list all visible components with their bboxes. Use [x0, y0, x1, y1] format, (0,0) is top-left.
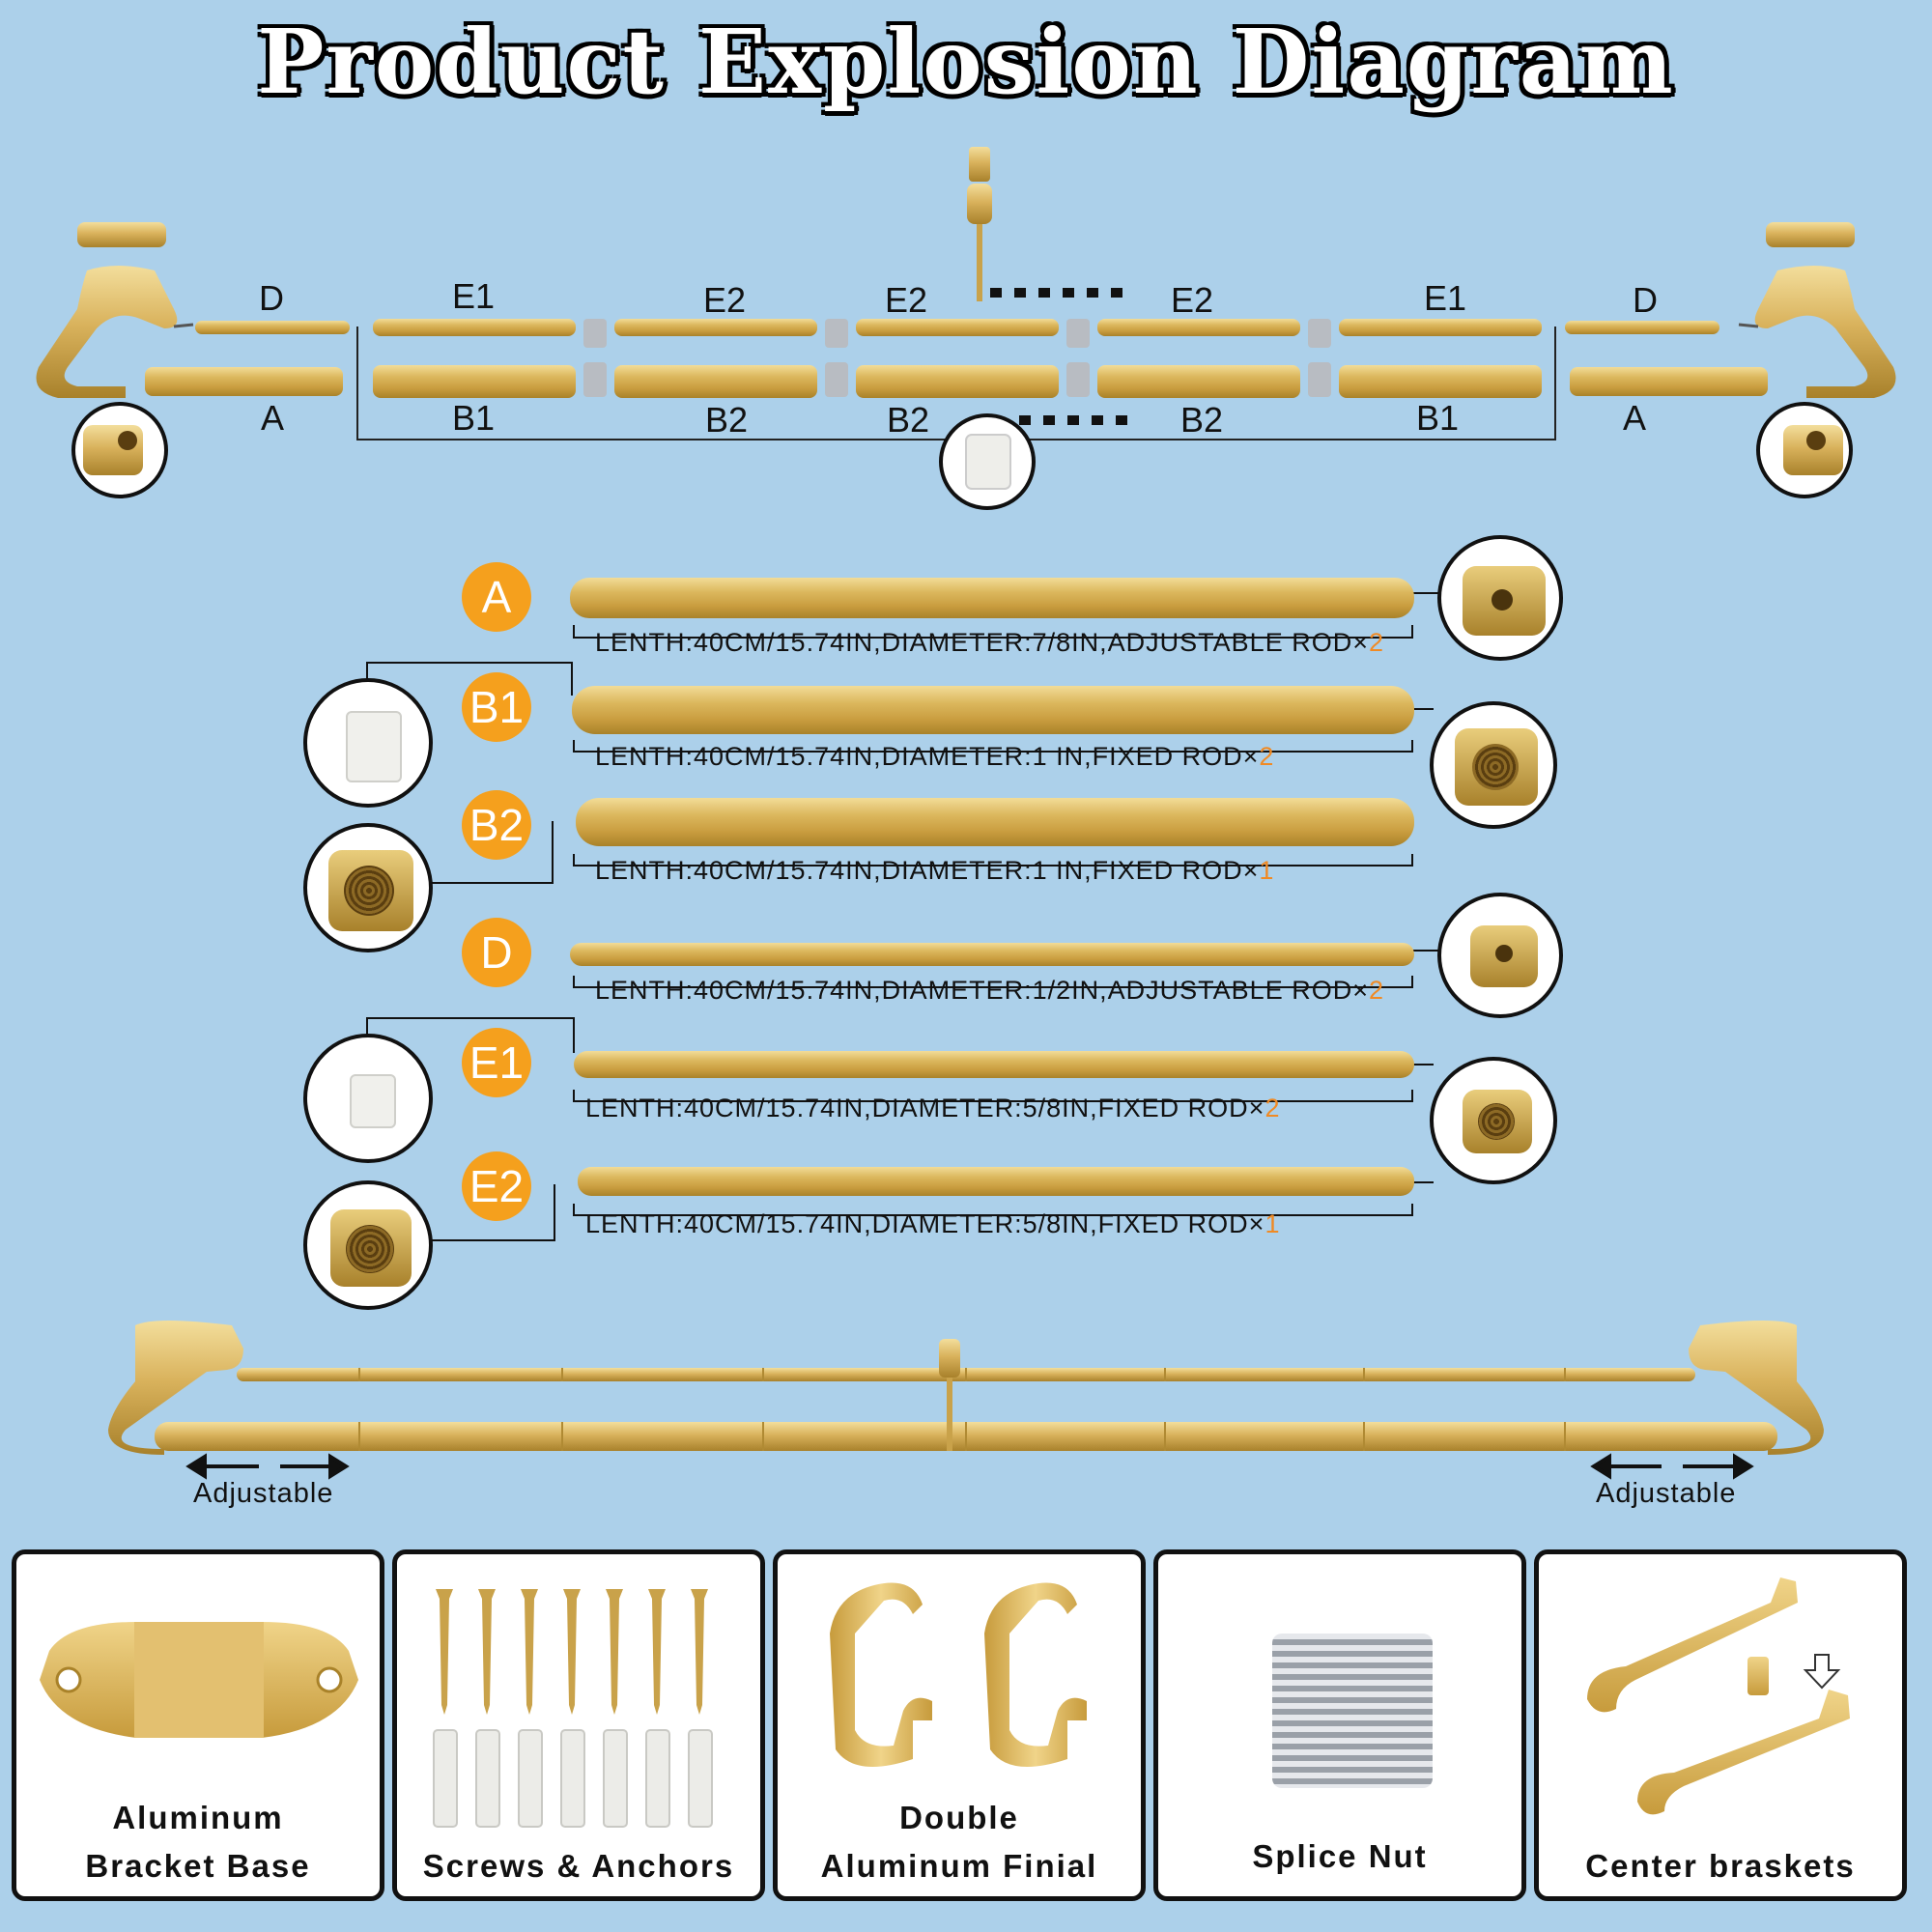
card-screws-anchors-line2: Screws & Anchors — [422, 1848, 735, 1884]
badge-b2: B2 — [462, 790, 531, 860]
card-bracket-base: Aluminum Bracket Base — [12, 1549, 384, 1901]
thread-detail-b1-icon — [1430, 701, 1557, 829]
sleeve-detail-b1-icon — [303, 678, 433, 808]
rod-d — [570, 943, 1414, 966]
top-label-e1-right: E1 — [1424, 278, 1467, 318]
rod-b1 — [572, 686, 1414, 734]
spec-e2-qty: 1 — [1264, 1209, 1281, 1238]
top-rod-b2-3 — [1097, 365, 1300, 398]
page-title: Product Explosion Diagram — [257, 10, 1675, 114]
top-rod-b2-1 — [614, 365, 817, 398]
card-bracket-base-line1: Aluminum — [112, 1800, 284, 1835]
spec-b2-qty: 1 — [1259, 856, 1275, 885]
right-finial-icon — [1738, 222, 1896, 398]
screws-anchors-icon — [433, 1589, 713, 1828]
bracket-base-icon — [40, 1622, 358, 1738]
splice-connector-icons — [583, 319, 1331, 397]
spec-e2: LENTH:40CM/15.74IN,DIAMETER:5/8IN,FIXED … — [585, 1209, 1280, 1239]
spec-e1: LENTH:40CM/15.74IN,DIAMETER:5/8IN,FIXED … — [585, 1094, 1280, 1123]
spec-e2-text: LENTH:40CM/15.74IN,DIAMETER:5/8IN,FIXED … — [585, 1209, 1265, 1238]
continuation-dots-bottom — [1019, 415, 1127, 425]
badge-e2: E2 — [462, 1151, 531, 1221]
top-rod-d-left — [195, 321, 350, 334]
top-rod-e1-right — [1339, 319, 1542, 336]
thread-detail-e2-icon — [303, 1180, 433, 1310]
spec-d-qty: 2 — [1368, 976, 1384, 1005]
continuation-dots-top — [990, 288, 1122, 298]
top-label-b1-right: B1 — [1416, 398, 1460, 438]
top-rod-e2-2 — [856, 319, 1059, 336]
spec-b2-text: LENTH:40CM/15.74IN,DIAMETER:1 IN,FIXED R… — [595, 856, 1260, 885]
rod-e2 — [578, 1167, 1414, 1196]
top-rod-b1-left — [373, 365, 576, 398]
end-detail-d-icon — [1437, 893, 1563, 1018]
sleeve-detail-e1-icon — [303, 1034, 433, 1163]
top-label-b2-2: B2 — [887, 400, 930, 440]
thread-detail-b2-icon — [303, 823, 433, 952]
card-finial-line1: Double — [899, 1800, 1019, 1835]
left-end-detail-icon — [71, 402, 168, 498]
right-end-detail-icon — [1756, 402, 1853, 498]
left-finial-icon — [36, 222, 194, 398]
spec-e1-qty: 2 — [1264, 1094, 1281, 1122]
top-label-a-right: A — [1623, 398, 1647, 438]
top-label-b1-left: B1 — [452, 398, 496, 438]
card-splice-nut: Splice Nut — [1153, 1549, 1526, 1901]
top-rod-b1-right — [1339, 365, 1542, 398]
spec-b1-text: LENTH:40CM/15.74IN,DIAMETER:1 IN,FIXED R… — [595, 742, 1260, 771]
rod-a — [570, 578, 1414, 618]
double-finial-icon — [830, 1582, 1087, 1767]
badge-a: A — [462, 562, 531, 632]
top-rod-a-left — [145, 367, 343, 396]
top-rod-e2-1 — [614, 319, 817, 336]
card-finial: Double Aluminum Finial — [773, 1549, 1146, 1901]
top-rod-b2-2 — [856, 365, 1059, 398]
spec-d-text: LENTH:40CM/15.74IN,DIAMETER:1/2IN,ADJUST… — [595, 976, 1369, 1005]
top-label-e2-1: E2 — [703, 280, 747, 320]
top-label-d-right: D — [1633, 280, 1658, 320]
rod-e1 — [574, 1051, 1414, 1078]
exploded-assembly — [36, 147, 1896, 510]
card-center-brackets: Center braskets — [1534, 1549, 1907, 1901]
badge-b1: B1 — [462, 672, 531, 742]
top-label-e1-left: E1 — [452, 276, 496, 316]
card-finial-line2: Aluminum Finial — [820, 1848, 1098, 1884]
center-sleeve-detail-icon — [939, 413, 1036, 510]
top-label-a-left: A — [261, 398, 285, 438]
end-detail-a-icon — [1437, 535, 1563, 661]
card-center-brackets-line2: Center braskets — [1585, 1848, 1856, 1884]
top-label-b2-1: B2 — [705, 400, 749, 440]
spec-b1-qty: 2 — [1259, 742, 1275, 771]
card-splice-nut-line2: Splice Nut — [1252, 1838, 1428, 1874]
spec-a-qty: 2 — [1368, 628, 1384, 657]
top-label-e2-3: E2 — [1171, 280, 1214, 320]
top-rod-a-right — [1570, 367, 1768, 396]
spec-e1-text: LENTH:40CM/15.74IN,DIAMETER:5/8IN,FIXED … — [585, 1094, 1265, 1122]
center-bracket-parts-icon — [1587, 1577, 1850, 1815]
card-screws-anchors: Screws & Anchors — [392, 1549, 765, 1901]
top-rod-e2-3 — [1097, 319, 1300, 336]
spec-b2: LENTH:40CM/15.74IN,DIAMETER:1 IN,FIXED R… — [595, 856, 1274, 886]
thread-detail-e1-icon — [1430, 1057, 1557, 1184]
splice-nut-icon — [1272, 1634, 1433, 1788]
spec-a: LENTH:40CM/15.74IN,DIAMETER:7/8IN,ADJUST… — [595, 628, 1384, 658]
spec-b1: LENTH:40CM/15.74IN,DIAMETER:1 IN,FIXED R… — [595, 742, 1274, 772]
card-bracket-base-line2: Bracket Base — [85, 1848, 311, 1884]
top-rod-d-right — [1565, 321, 1719, 334]
rod-b2 — [576, 798, 1414, 846]
top-label-e2-2: E2 — [885, 280, 928, 320]
center-bracket-icon — [967, 147, 992, 301]
adjustable-label-right: Adjustable — [1596, 1478, 1737, 1509]
badge-e1: E1 — [462, 1028, 531, 1097]
assembled-rod-icon — [108, 1321, 1824, 1480]
badge-d: D — [462, 918, 531, 987]
spec-d: LENTH:40CM/15.74IN,DIAMETER:1/2IN,ADJUST… — [595, 976, 1384, 1006]
top-rod-e1-left — [373, 319, 576, 336]
spec-a-text: LENTH:40CM/15.74IN,DIAMETER:7/8IN,ADJUST… — [595, 628, 1369, 657]
adjustable-label-left: Adjustable — [193, 1478, 334, 1509]
top-label-d-left: D — [259, 278, 284, 318]
top-label-b2-3: B2 — [1180, 400, 1224, 440]
